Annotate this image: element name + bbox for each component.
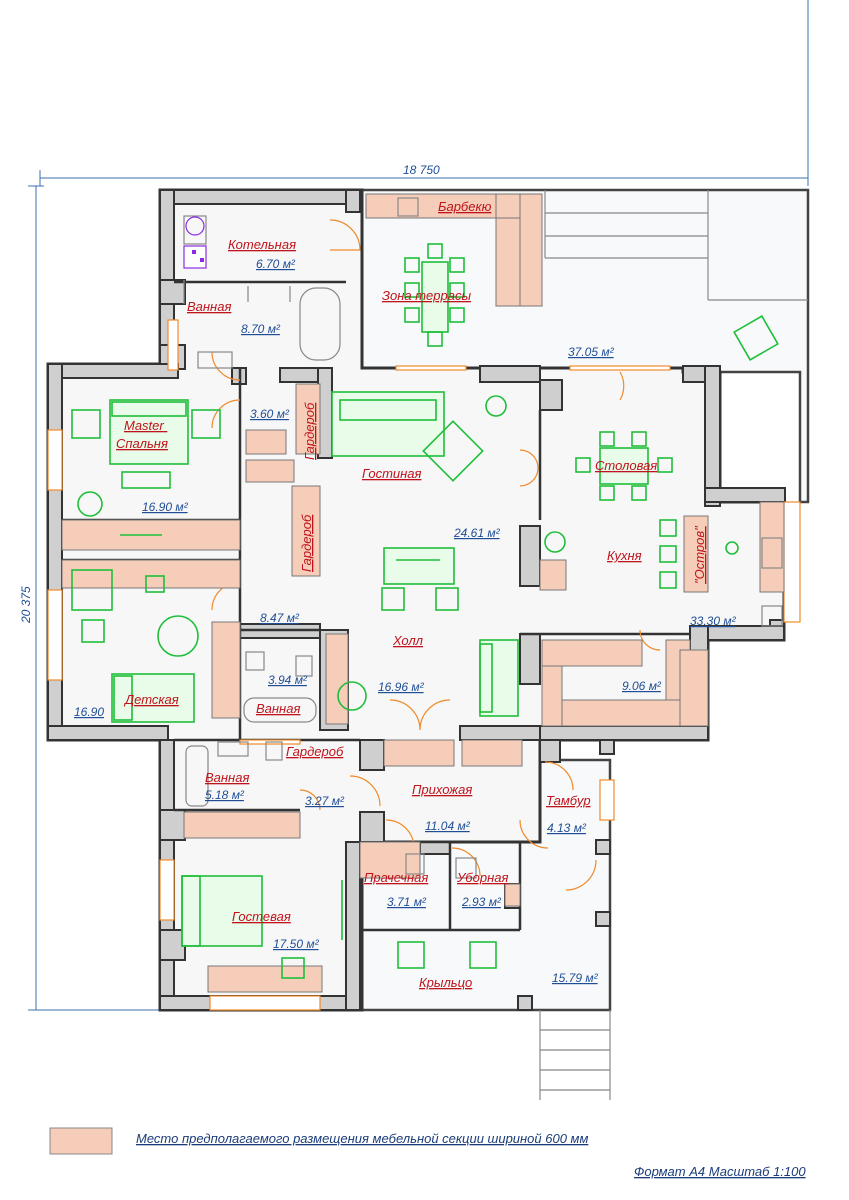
room-area: 9.06 м² [622, 679, 662, 693]
room-name: Ванная [256, 701, 300, 716]
room-area: 16.90 [74, 705, 104, 719]
room-name: Барбекю [438, 199, 492, 214]
boiler-equipment [183, 216, 207, 269]
room-area: 3.94 м² [268, 673, 308, 687]
room-name-line: Master [124, 418, 164, 433]
room-name: Тамбур [546, 793, 591, 808]
room-area: 6.70 м² [256, 257, 296, 271]
room-name: Детская [123, 692, 179, 707]
room-name: Котельная [228, 237, 296, 252]
room-area: 37.05 м² [568, 345, 615, 359]
width-dimension: 18 750 [403, 163, 440, 177]
room-area: 15.79 м² [552, 971, 599, 985]
room-name: Столовая [595, 458, 657, 473]
height-dimension: 20 375 [19, 586, 33, 624]
room-area: 3.27 м² [305, 794, 345, 808]
green-furniture [71, 243, 779, 979]
room-name: Master Спальня [116, 418, 168, 451]
room-area: 5.18 м² [205, 788, 245, 802]
built-in-furniture [61, 193, 785, 993]
room-name: Ванная [205, 770, 249, 785]
room-area: 2.93 м² [461, 895, 502, 909]
room-name: Гардероб [286, 744, 344, 759]
legend: Место предполагаемого размещения мебельн… [49, 1127, 588, 1155]
room-name: Прихожая [412, 782, 472, 797]
room-name: Холл [392, 633, 424, 648]
room-area: 16.90 м² [142, 500, 189, 514]
room-area: 11.04 м² [425, 819, 471, 833]
room-name: Уборная [456, 870, 508, 885]
room-name: Ванная [187, 299, 231, 314]
room-name: Крыльцо [419, 975, 472, 990]
format-scale-label: Формат А4 Масштаб 1:100 [634, 1164, 806, 1179]
room-area: 8.47 м² [260, 611, 300, 625]
room-labels: Котельная 6.70 м² Ванная 8.70 м² Барбекю… [74, 199, 737, 990]
legend-text: Место предполагаемого размещения мебельн… [136, 1131, 588, 1146]
room-name: Прачечная [364, 870, 428, 885]
room-name-line: Спальня [116, 436, 168, 451]
room-name: Гардероб [299, 514, 314, 572]
legend-swatch [49, 1127, 113, 1155]
room-name: Кухня [607, 548, 642, 563]
room-name: Зона террасы [382, 288, 471, 303]
room-name: Гостиная [362, 466, 422, 481]
room-name: Гардероб [302, 402, 317, 460]
room-area: 4.13 м² [547, 821, 587, 835]
room-name: "Остров" [692, 525, 707, 584]
doors [211, 219, 661, 891]
sanitary-fixtures [183, 197, 783, 879]
room-name: Гостевая [232, 909, 291, 924]
room-area: 24.61 м² [453, 526, 501, 540]
room-area: 3.60 м² [250, 407, 290, 421]
room-area: 16.96 м² [378, 680, 425, 694]
room-area: 3.71 м² [387, 895, 427, 909]
dimension-lines [28, 0, 809, 1011]
room-area: 17.50 м² [273, 937, 320, 951]
room-area: 8.70 м² [241, 322, 281, 336]
room-area: 33.30 м² [690, 614, 737, 628]
